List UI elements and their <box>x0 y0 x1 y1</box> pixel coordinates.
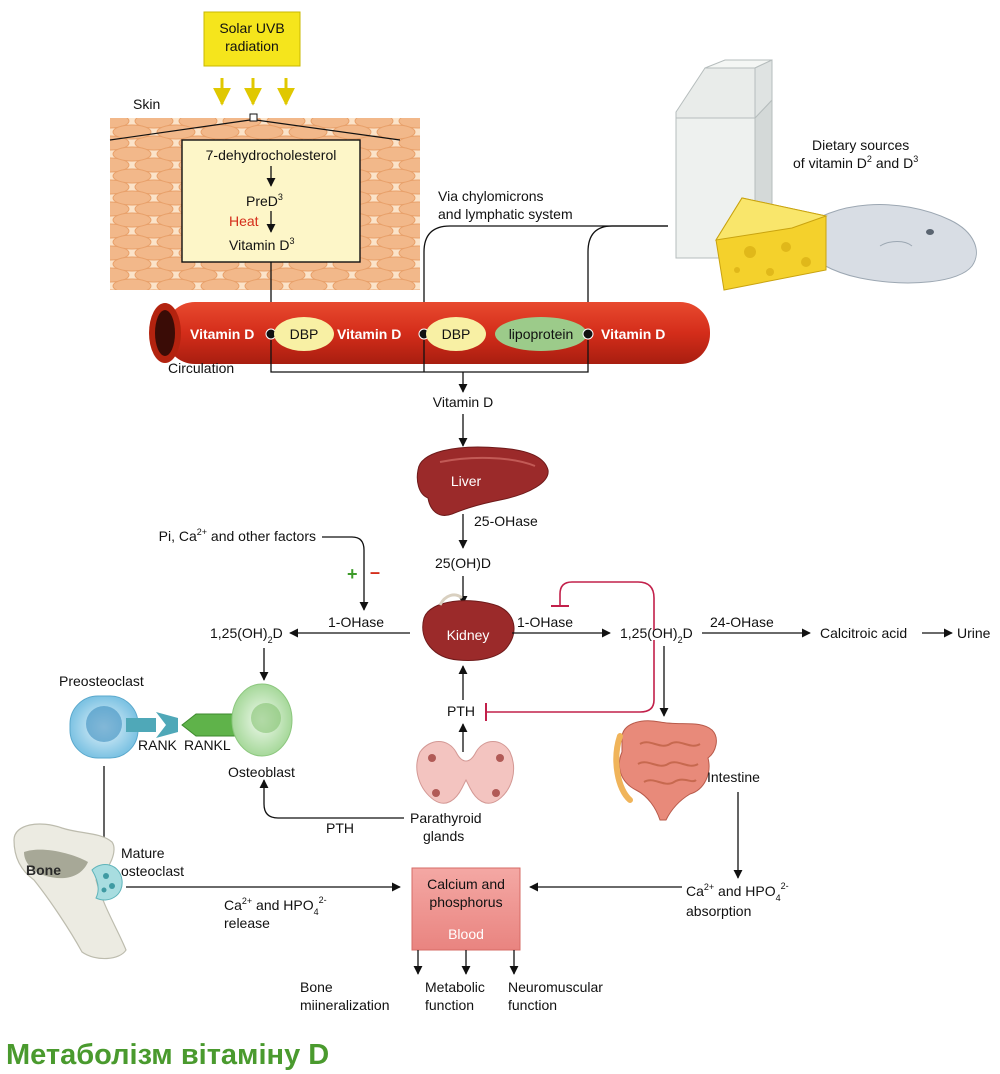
lipoprotein-particle <box>495 317 587 351</box>
circulation-vitamin-d-2: Vitamin D <box>337 326 401 342</box>
dietary-foods-icon <box>675 59 977 291</box>
1-ohase-right-label: 1-OHase <box>517 614 573 630</box>
pth-upward-label: PTH <box>447 703 475 719</box>
rankl-label: RANKL <box>184 737 231 753</box>
circulation-vitamin-d-3: Vitamin D <box>601 326 665 342</box>
parathyroid-label-2: glands <box>423 828 464 844</box>
dbp-label-2: DBP <box>442 326 471 342</box>
feedback-inhibition-lines <box>485 581 655 721</box>
pth-osteoblast-label: PTH <box>326 820 354 836</box>
skin-step-7-dehydrocholesterol: 7-dehydrocholesterol <box>206 147 337 163</box>
osteoblast-label: Osteoblast <box>228 764 295 780</box>
preosteoclast-cell-icon <box>69 695 139 759</box>
dietary-sources-label-1: Dietary sources <box>812 137 909 153</box>
skin-label: Skin <box>133 96 160 112</box>
urine-label: Urine <box>957 625 991 641</box>
intestine-icon <box>613 720 717 821</box>
intestine-label: Intestine <box>707 769 760 785</box>
skin-step-vitamin-d3: Vitamin D3 <box>229 236 294 253</box>
stimulation-plus: + <box>347 564 358 584</box>
osteoblast-cell-icon <box>231 683 293 757</box>
absorption-label-1: Ca2+ and HPO42- <box>686 881 789 903</box>
solar-uvb-box: Solar UVB radiation <box>203 11 301 67</box>
dbp-label-1: DBP <box>290 326 319 342</box>
blood-line-1: Calcium and <box>427 876 505 892</box>
circulation-vitamin-d-1: Vitamin D <box>190 326 254 342</box>
heat-label: Heat <box>229 213 259 229</box>
circulation-label: Circulation <box>168 360 234 376</box>
calcitriol-left-label: 1,25(OH)2D <box>210 625 283 645</box>
mature-osteoclast-icon <box>91 864 123 901</box>
skin-step-pred3: PreD3 <box>246 192 283 209</box>
bone-label: Bone <box>26 862 61 878</box>
25ohd-label: 25(OH)D <box>435 555 491 571</box>
outcome-bone-1: Bone <box>300 979 333 995</box>
25-ohase-label: 25-OHase <box>474 513 538 529</box>
chylomicrons-label-1: Via chylomicrons <box>438 188 544 204</box>
blood-line-2: phosphorus <box>429 894 502 910</box>
mature-osteoclast-label-2: osteoclast <box>121 863 184 879</box>
bone-icon <box>13 823 127 960</box>
factors-label: Pi, Ca2+ and other factors <box>159 527 316 544</box>
kidney-icon <box>422 593 515 661</box>
lipoprotein-label: lipoprotein <box>509 326 574 342</box>
skin-synthesis-box: 7-dehydrocholesterol PreD3 Heat Vitamin … <box>109 113 401 263</box>
rank-label: RANK <box>138 737 178 753</box>
parathyroid-glands-icon <box>416 741 514 804</box>
release-label-2: release <box>224 915 270 931</box>
solar-uvb-label-1: Solar UVB <box>219 20 284 36</box>
figure-caption: Метаболізм вітаміну D <box>6 1039 329 1071</box>
blood-calcium-box <box>411 867 521 951</box>
outcome-bone-2: miineralization <box>300 997 389 1013</box>
kidney-label: Kidney <box>447 627 490 643</box>
24-ohase-label: 24-OHase <box>710 614 774 630</box>
parathyroid-label-1: Parathyroid <box>410 810 482 826</box>
outcome-neuromuscular-2: function <box>508 997 557 1013</box>
chylomicrons-label-2: and lymphatic system <box>438 206 573 222</box>
mature-osteoclast-label-1: Mature <box>121 845 165 861</box>
calcitriol-right-label: 1,25(OH)2D <box>620 625 693 645</box>
uvb-rays-icon <box>213 78 295 106</box>
liver-icon <box>416 446 549 516</box>
absorption-label-2: absorption <box>686 903 751 919</box>
preosteoclast-label: Preosteoclast <box>59 673 144 689</box>
calcitroic-acid-label: Calcitroic acid <box>820 625 907 641</box>
solar-uvb-label-2: radiation <box>225 38 279 54</box>
outcome-metabolic-2: function <box>425 997 474 1013</box>
blood-label: Blood <box>448 926 484 942</box>
1-ohase-left-label: 1-OHase <box>328 614 384 630</box>
dbp-protein-2 <box>426 317 486 351</box>
inhibition-minus: – <box>370 562 380 582</box>
liver-label: Liver <box>451 473 482 489</box>
rankl-ligand-icon <box>181 713 241 737</box>
release-label-1: Ca2+ and HPO42- <box>224 895 327 917</box>
outcome-metabolic-1: Metabolic <box>425 979 485 995</box>
vitamin-d-label: Vitamin D <box>433 394 493 410</box>
dietary-sources-label-2: of vitamin D2 and D3 <box>793 154 918 171</box>
outcome-neuromuscular-1: Neuromuscular <box>508 979 603 995</box>
rank-receptor-icon <box>126 712 178 738</box>
dbp-protein-1 <box>274 317 334 351</box>
